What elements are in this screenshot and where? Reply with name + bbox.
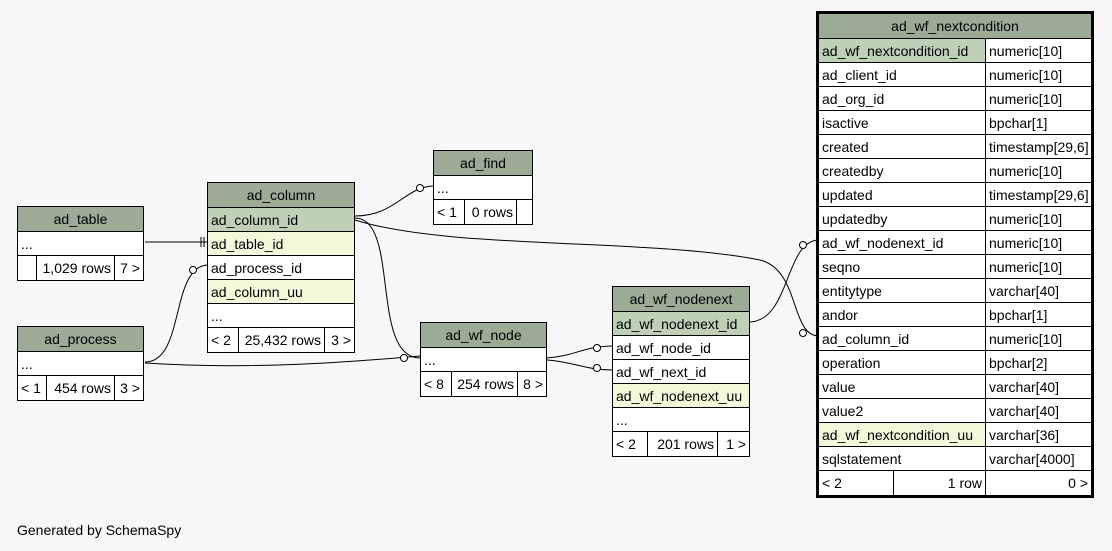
table-row: ad_process_id — [208, 256, 354, 280]
generated-by-label: Generated by SchemaSpy — [17, 522, 182, 538]
relation-line — [546, 359, 614, 371]
relation-marker — [593, 364, 601, 372]
table-row: ad_table_id — [208, 232, 354, 256]
table-row: ad_column_id — [208, 208, 354, 232]
table-row: ... — [434, 176, 532, 200]
table-row: ... — [421, 348, 546, 372]
table-footer: < 2 25,432 rows 3 > — [208, 328, 354, 352]
relation-line — [749, 239, 819, 323]
table-header[interactable]: ad_wf_node — [421, 323, 546, 348]
table-header[interactable]: ad_find — [434, 151, 532, 176]
relation-marker — [189, 266, 197, 274]
table-ad-wf-node[interactable]: ad_wf_node ... < 8 254 rows 8 > — [420, 322, 547, 397]
table-header[interactable]: ad_table — [18, 207, 143, 232]
table-footer: < 1 454 rows 3 > — [18, 376, 143, 400]
table-ad-column[interactable]: ad_column ad_column_id ad_table_id ad_pr… — [207, 182, 355, 353]
relation-marker — [799, 329, 807, 337]
table-row: ad_wf_node_id — [613, 336, 749, 360]
table-ad-table[interactable]: ad_table ... 1,029 rows 7 > — [17, 206, 144, 281]
relation-line — [354, 219, 819, 337]
table-header[interactable]: ad_column — [208, 183, 354, 208]
table-header[interactable]: ad_wf_nodenext — [613, 287, 749, 312]
relation-marker — [799, 241, 807, 249]
table-footer: < 1 0 rows — [434, 200, 532, 224]
table-footer: < 2 201 rows 1 > — [613, 432, 749, 456]
relation-line — [546, 345, 614, 359]
table-ad-find[interactable]: ad_find ... < 1 0 rows — [433, 150, 533, 225]
relation-line — [354, 185, 434, 217]
table-ad-wf-nextcondition[interactable]: ad_wf_nextcondition ad_wf_nextcondition_… — [816, 11, 1094, 498]
table-header[interactable]: ad_wf_nextcondition — [819, 14, 1091, 39]
table-ad-wf-nodenext[interactable]: ad_wf_nodenext ad_wf_nodenext_id ad_wf_n… — [612, 286, 750, 457]
relation-line — [354, 217, 421, 359]
table-ad-process[interactable]: ad_process ... < 1 454 rows 3 > — [17, 326, 144, 401]
relation-marker — [400, 354, 408, 362]
table-row: ... — [18, 352, 143, 376]
table-row: ad_wf_nodenext_uu — [613, 384, 749, 408]
table-row: ... — [18, 232, 143, 256]
table-row: ad_column_uu — [208, 280, 354, 304]
table-footer: < 8 254 rows 8 > — [421, 372, 546, 396]
table-row: ... — [208, 304, 354, 328]
table-row: ... — [613, 408, 749, 432]
table-row: ad_wf_next_id — [613, 360, 749, 384]
relation-line — [144, 355, 421, 367]
relation-marker — [593, 344, 601, 352]
table-header[interactable]: ad_process — [18, 327, 143, 352]
table-row: ad_wf_nodenext_id — [613, 312, 749, 336]
relation-line — [144, 264, 208, 363]
relation-marker — [416, 184, 424, 192]
table-footer: 1,029 rows 7 > — [18, 256, 143, 280]
table-footer: < 2 1 row 0 > — [819, 471, 1091, 495]
